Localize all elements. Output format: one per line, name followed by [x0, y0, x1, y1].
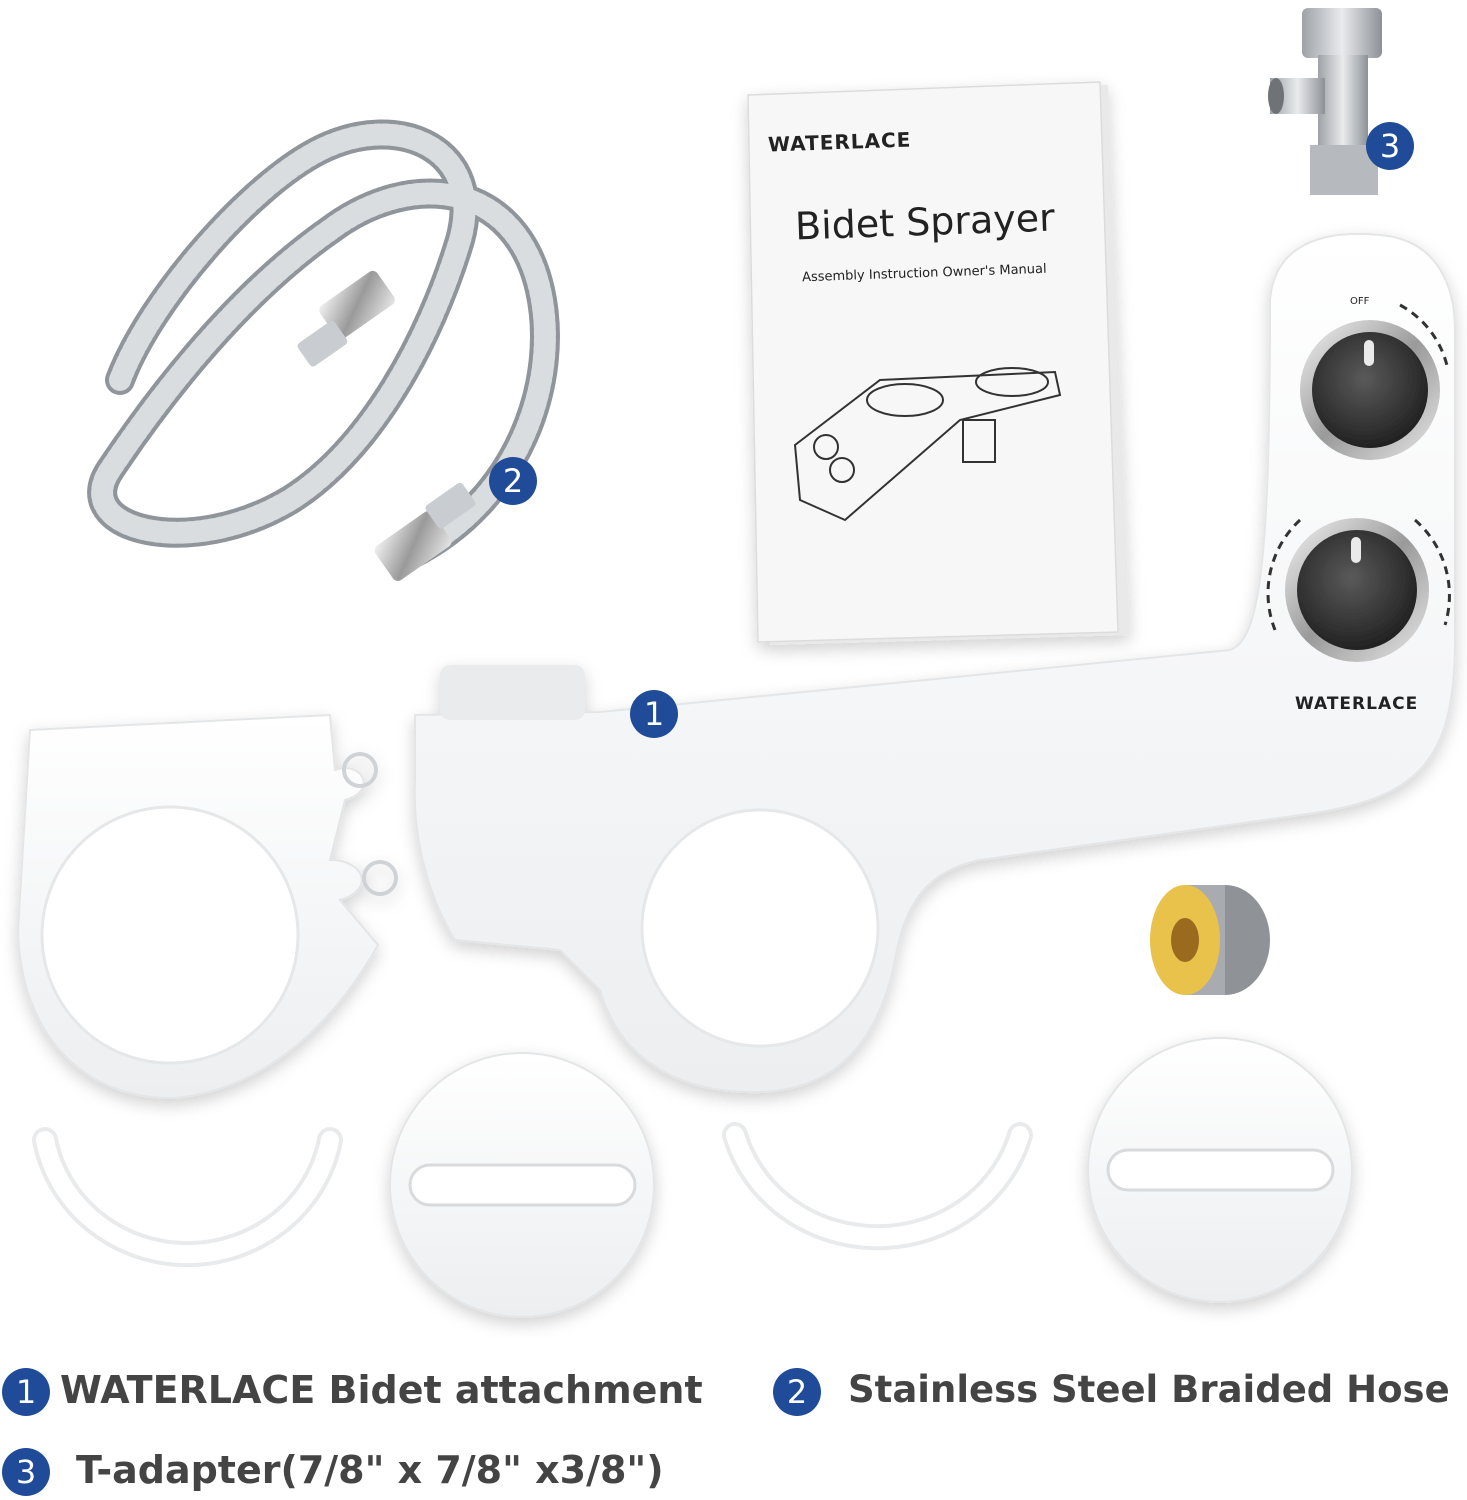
legend-item-1: WATERLACE Bidet attachment	[60, 1368, 703, 1412]
legend-badge-3: 3	[2, 1448, 50, 1496]
slotted-plate-left	[389, 1052, 655, 1318]
hose-nut-bottom	[374, 482, 476, 581]
t-adapter	[1268, 8, 1382, 195]
bidet-attachment	[16, 232, 1456, 1100]
pressure-knob	[1300, 303, 1450, 460]
badge-braided-hose: 2	[489, 457, 537, 505]
legend-badge-2: 2	[773, 1368, 821, 1416]
manual-brand: WATERLACE	[767, 127, 912, 157]
braided-hose	[87, 119, 560, 581]
spacer-arc-right	[722, 1122, 1033, 1251]
knob-off-label: OFF	[1350, 296, 1370, 307]
legend-item-2: Stainless Steel Braided Hose	[848, 1368, 1450, 1411]
badge-bidet-attachment: 1	[630, 690, 678, 738]
slotted-plate-right	[1087, 1037, 1353, 1303]
thread-seal-tape	[1150, 885, 1270, 995]
manual-bidet-drawing	[793, 367, 1062, 522]
spacer-arc-left	[32, 1127, 343, 1268]
instruction-manual	[747, 81, 1130, 645]
device-brand: WATERLACE	[1295, 694, 1419, 714]
legend-item-3: T-adapter(7/8" x 7/8" x3/8")	[76, 1448, 664, 1492]
mode-knob	[1266, 518, 1451, 662]
hose-nut-top	[297, 270, 395, 367]
legend-badge-1: 1	[2, 1368, 50, 1416]
legend-item-1-brand: WATERLACE	[60, 1368, 316, 1412]
legend-item-1-text: Bidet attachment	[328, 1368, 703, 1412]
badge-t-adapter: 3	[1366, 122, 1414, 170]
manual-title: Bidet Sprayer	[794, 195, 1056, 249]
